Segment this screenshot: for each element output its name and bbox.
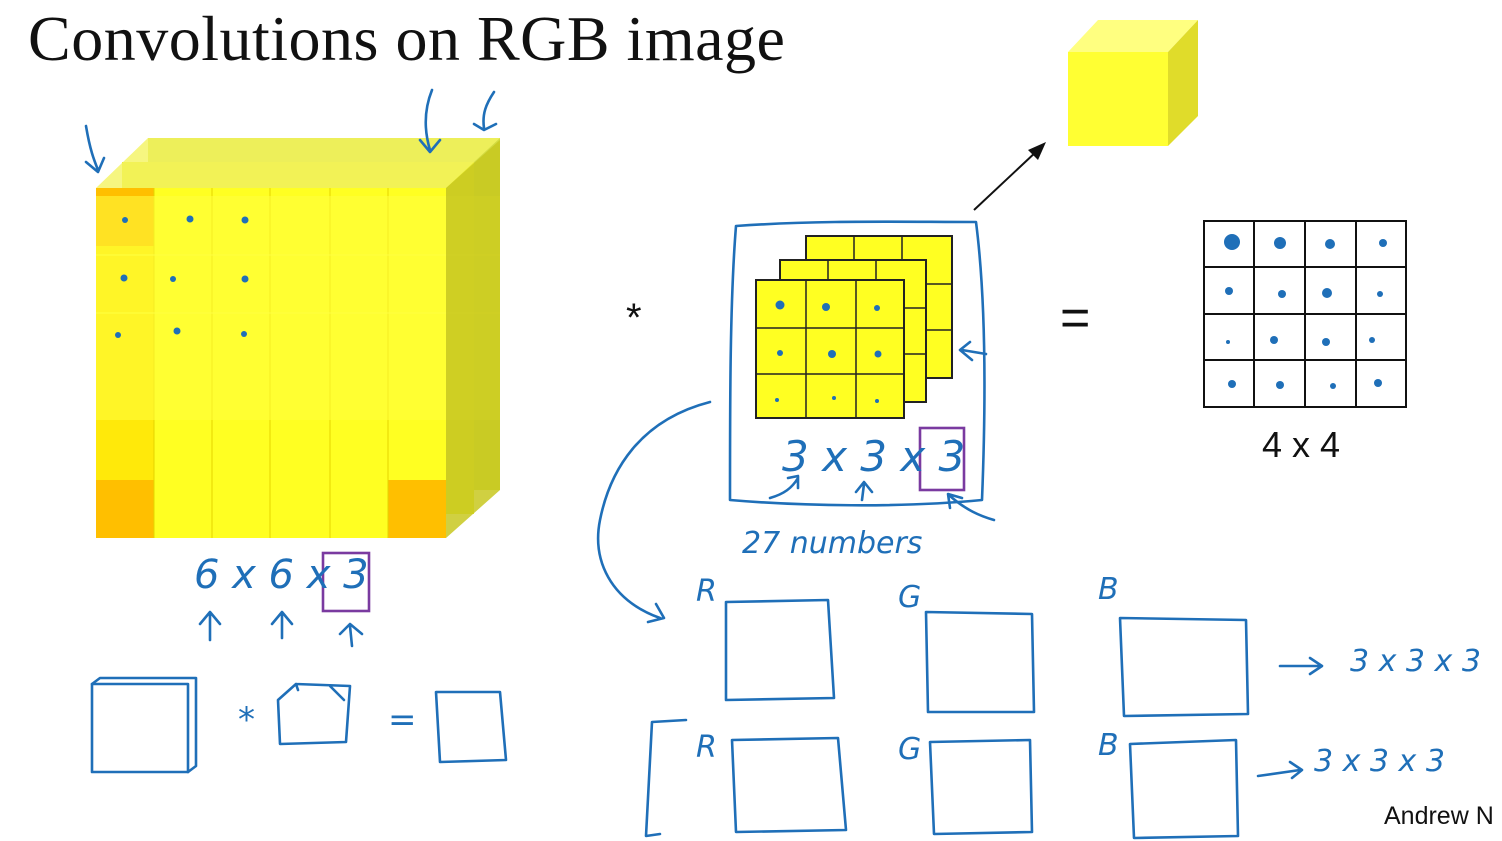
equals-operator: = xyxy=(1060,289,1091,347)
filter-cube-icon xyxy=(1068,20,1198,146)
filter-count-handwritten: 27 numbers xyxy=(742,526,923,561)
row1-channel-r: R xyxy=(696,574,717,609)
row1-result: 3 x 3 x 3 xyxy=(1350,644,1481,679)
row2-channel-g: G xyxy=(898,732,922,767)
input-dims-annotation xyxy=(198,551,371,648)
row2-result: 3 x 3 x 3 xyxy=(1314,744,1445,779)
rgb-slices xyxy=(644,598,1324,840)
row1-channel-g: G xyxy=(898,580,922,615)
output-dims-label: 4 x 4 xyxy=(1262,424,1341,465)
author-label: Andrew N xyxy=(1384,802,1494,830)
filter-dims-handwritten: 3 x 3 x 3 xyxy=(782,432,966,481)
input-volume xyxy=(84,88,500,538)
row2-channel-b: B xyxy=(1098,728,1119,763)
volume-equation-sketch xyxy=(90,676,508,774)
filter-volume xyxy=(596,142,1046,624)
input-dims-handwritten: 6 x 6 x 3 xyxy=(194,552,369,598)
row2-channel-r: R xyxy=(696,730,717,765)
volume-star-handwritten: * xyxy=(238,700,255,740)
slide-title: Convolutions on RGB image xyxy=(28,3,786,74)
output-grid xyxy=(1203,220,1407,408)
volume-equals-handwritten: = xyxy=(388,700,417,740)
row1-channel-b: B xyxy=(1098,572,1119,607)
convolution-operator: * xyxy=(626,296,642,340)
